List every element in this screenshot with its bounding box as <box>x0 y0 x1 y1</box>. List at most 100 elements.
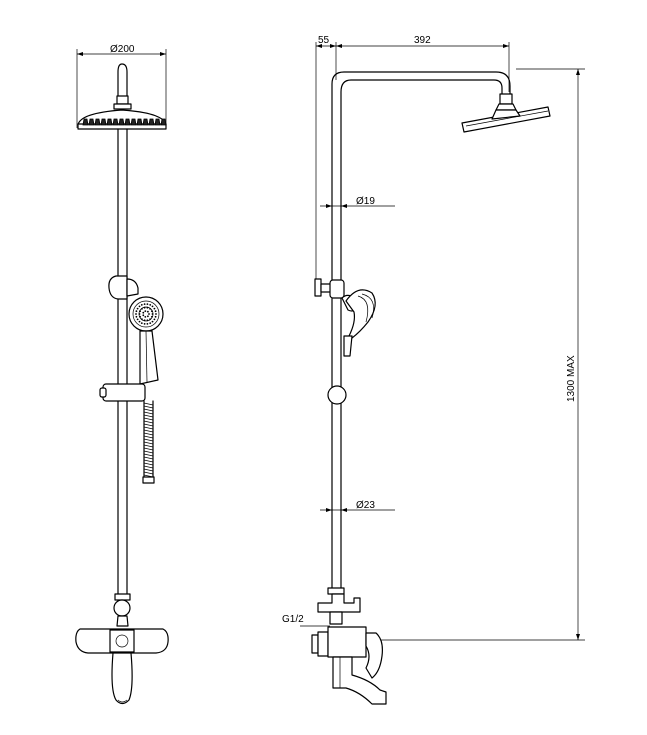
nozzle <box>94 118 101 126</box>
nozzle-pattern <box>82 118 167 126</box>
spray-hole <box>146 319 149 322</box>
spray-hole <box>149 304 152 306</box>
hose-ridge <box>143 444 154 448</box>
hose-ridge <box>143 429 154 433</box>
nozzle <box>130 118 137 126</box>
spray-hole <box>141 308 143 310</box>
side-slide-holder <box>327 385 347 405</box>
hose-ridge <box>143 468 154 472</box>
side-hand-shower <box>341 289 376 357</box>
spray-hole <box>151 313 154 315</box>
nozzle <box>112 118 119 126</box>
front-hose <box>142 400 155 484</box>
hose-ridge <box>143 402 154 406</box>
nozzle <box>118 118 125 126</box>
front-upper-holder <box>108 275 139 300</box>
hose-ridge <box>143 450 154 454</box>
side-view: 55 392 Ø19 <box>282 35 585 705</box>
spray-hole <box>155 313 157 315</box>
lower-pipe-diameter-label: Ø23 <box>356 500 375 511</box>
head-diameter-label: Ø200 <box>110 44 135 55</box>
hose-ridge <box>143 453 154 457</box>
spray-hole <box>143 319 146 322</box>
offset-label: 55 <box>318 35 330 46</box>
upper-pipe-dimension: Ø19 <box>320 196 395 208</box>
spray-hole <box>142 311 145 314</box>
spray-hole <box>139 315 142 318</box>
head-diameter-dimension: Ø200 <box>76 44 167 128</box>
front-mixer-body <box>75 593 169 705</box>
spray-hole <box>136 307 139 310</box>
hose-ridge <box>143 441 154 445</box>
hose-ridge <box>143 459 154 463</box>
spray-hole <box>146 323 149 325</box>
spray-hole <box>138 320 141 323</box>
spray-hole <box>143 323 146 325</box>
nozzle <box>148 118 155 126</box>
hose-ridge <box>143 426 154 430</box>
hose-ridge <box>143 435 154 439</box>
spray-hole <box>135 310 138 313</box>
spray-hole <box>135 313 137 315</box>
hose-ridge <box>143 465 154 469</box>
side-wall-bracket <box>314 278 345 299</box>
spray-hole <box>151 315 153 318</box>
spray-hole <box>149 322 152 324</box>
hose-ridge <box>143 432 154 436</box>
upper-pipe-diameter-label: Ø19 <box>356 196 375 207</box>
thread-label: G1/2 <box>282 614 304 625</box>
nozzle <box>124 118 131 126</box>
nozzle <box>136 118 143 126</box>
nozzle <box>160 118 167 126</box>
hose-ridge <box>143 471 154 475</box>
spray-hole <box>149 308 152 310</box>
spray-hole <box>154 315 157 318</box>
spray-hole <box>144 310 147 312</box>
hose-ridge <box>143 438 154 442</box>
spray-hole <box>141 318 143 320</box>
spray-hole <box>146 303 149 305</box>
nozzle <box>88 118 95 126</box>
spray-hole <box>147 310 149 313</box>
spray-hole <box>153 307 156 310</box>
spray-hole <box>143 303 146 305</box>
hose-ridge <box>143 447 154 451</box>
hose-ridge <box>143 417 154 421</box>
spray-hole <box>139 310 142 313</box>
spray-hole <box>143 306 146 309</box>
hose-ridge <box>143 456 154 460</box>
spray-hole <box>136 318 139 321</box>
hose-ridge <box>143 405 154 409</box>
front-riser-column <box>117 128 128 599</box>
spray-hole <box>151 320 154 323</box>
spray-hole <box>149 318 152 320</box>
nozzle <box>106 118 113 126</box>
side-overhead-shower-head <box>461 106 551 133</box>
nozzle <box>142 118 149 126</box>
hose-ridge <box>143 414 154 418</box>
spray-hole <box>140 304 143 306</box>
lower-pipe-dimension: Ø23 <box>320 500 395 512</box>
front-view: Ø200 <box>75 44 169 705</box>
front-overhead-shower-head <box>77 109 167 130</box>
spray-hole <box>147 315 149 318</box>
height-dimension: 1300 MAX <box>365 68 585 641</box>
spray-hole <box>153 318 156 321</box>
top-dimensions: 55 392 <box>315 35 510 290</box>
spray-hole <box>135 315 138 318</box>
hose-ridge <box>143 420 154 424</box>
height-label: 1300 MAX <box>566 355 577 402</box>
spray-hole <box>144 316 147 318</box>
side-riser-and-arm <box>331 71 517 591</box>
front-shower-arm <box>113 63 132 110</box>
spray-hole <box>146 306 149 309</box>
side-mixer-body: G1/2 <box>282 587 387 705</box>
hose-ridge <box>143 423 154 427</box>
spray-hole <box>154 310 157 313</box>
nozzle <box>154 118 161 126</box>
spray-hole <box>151 305 154 308</box>
arm-length-label: 392 <box>414 35 431 46</box>
spray-hole <box>140 322 143 324</box>
hose-ridge <box>143 411 154 415</box>
